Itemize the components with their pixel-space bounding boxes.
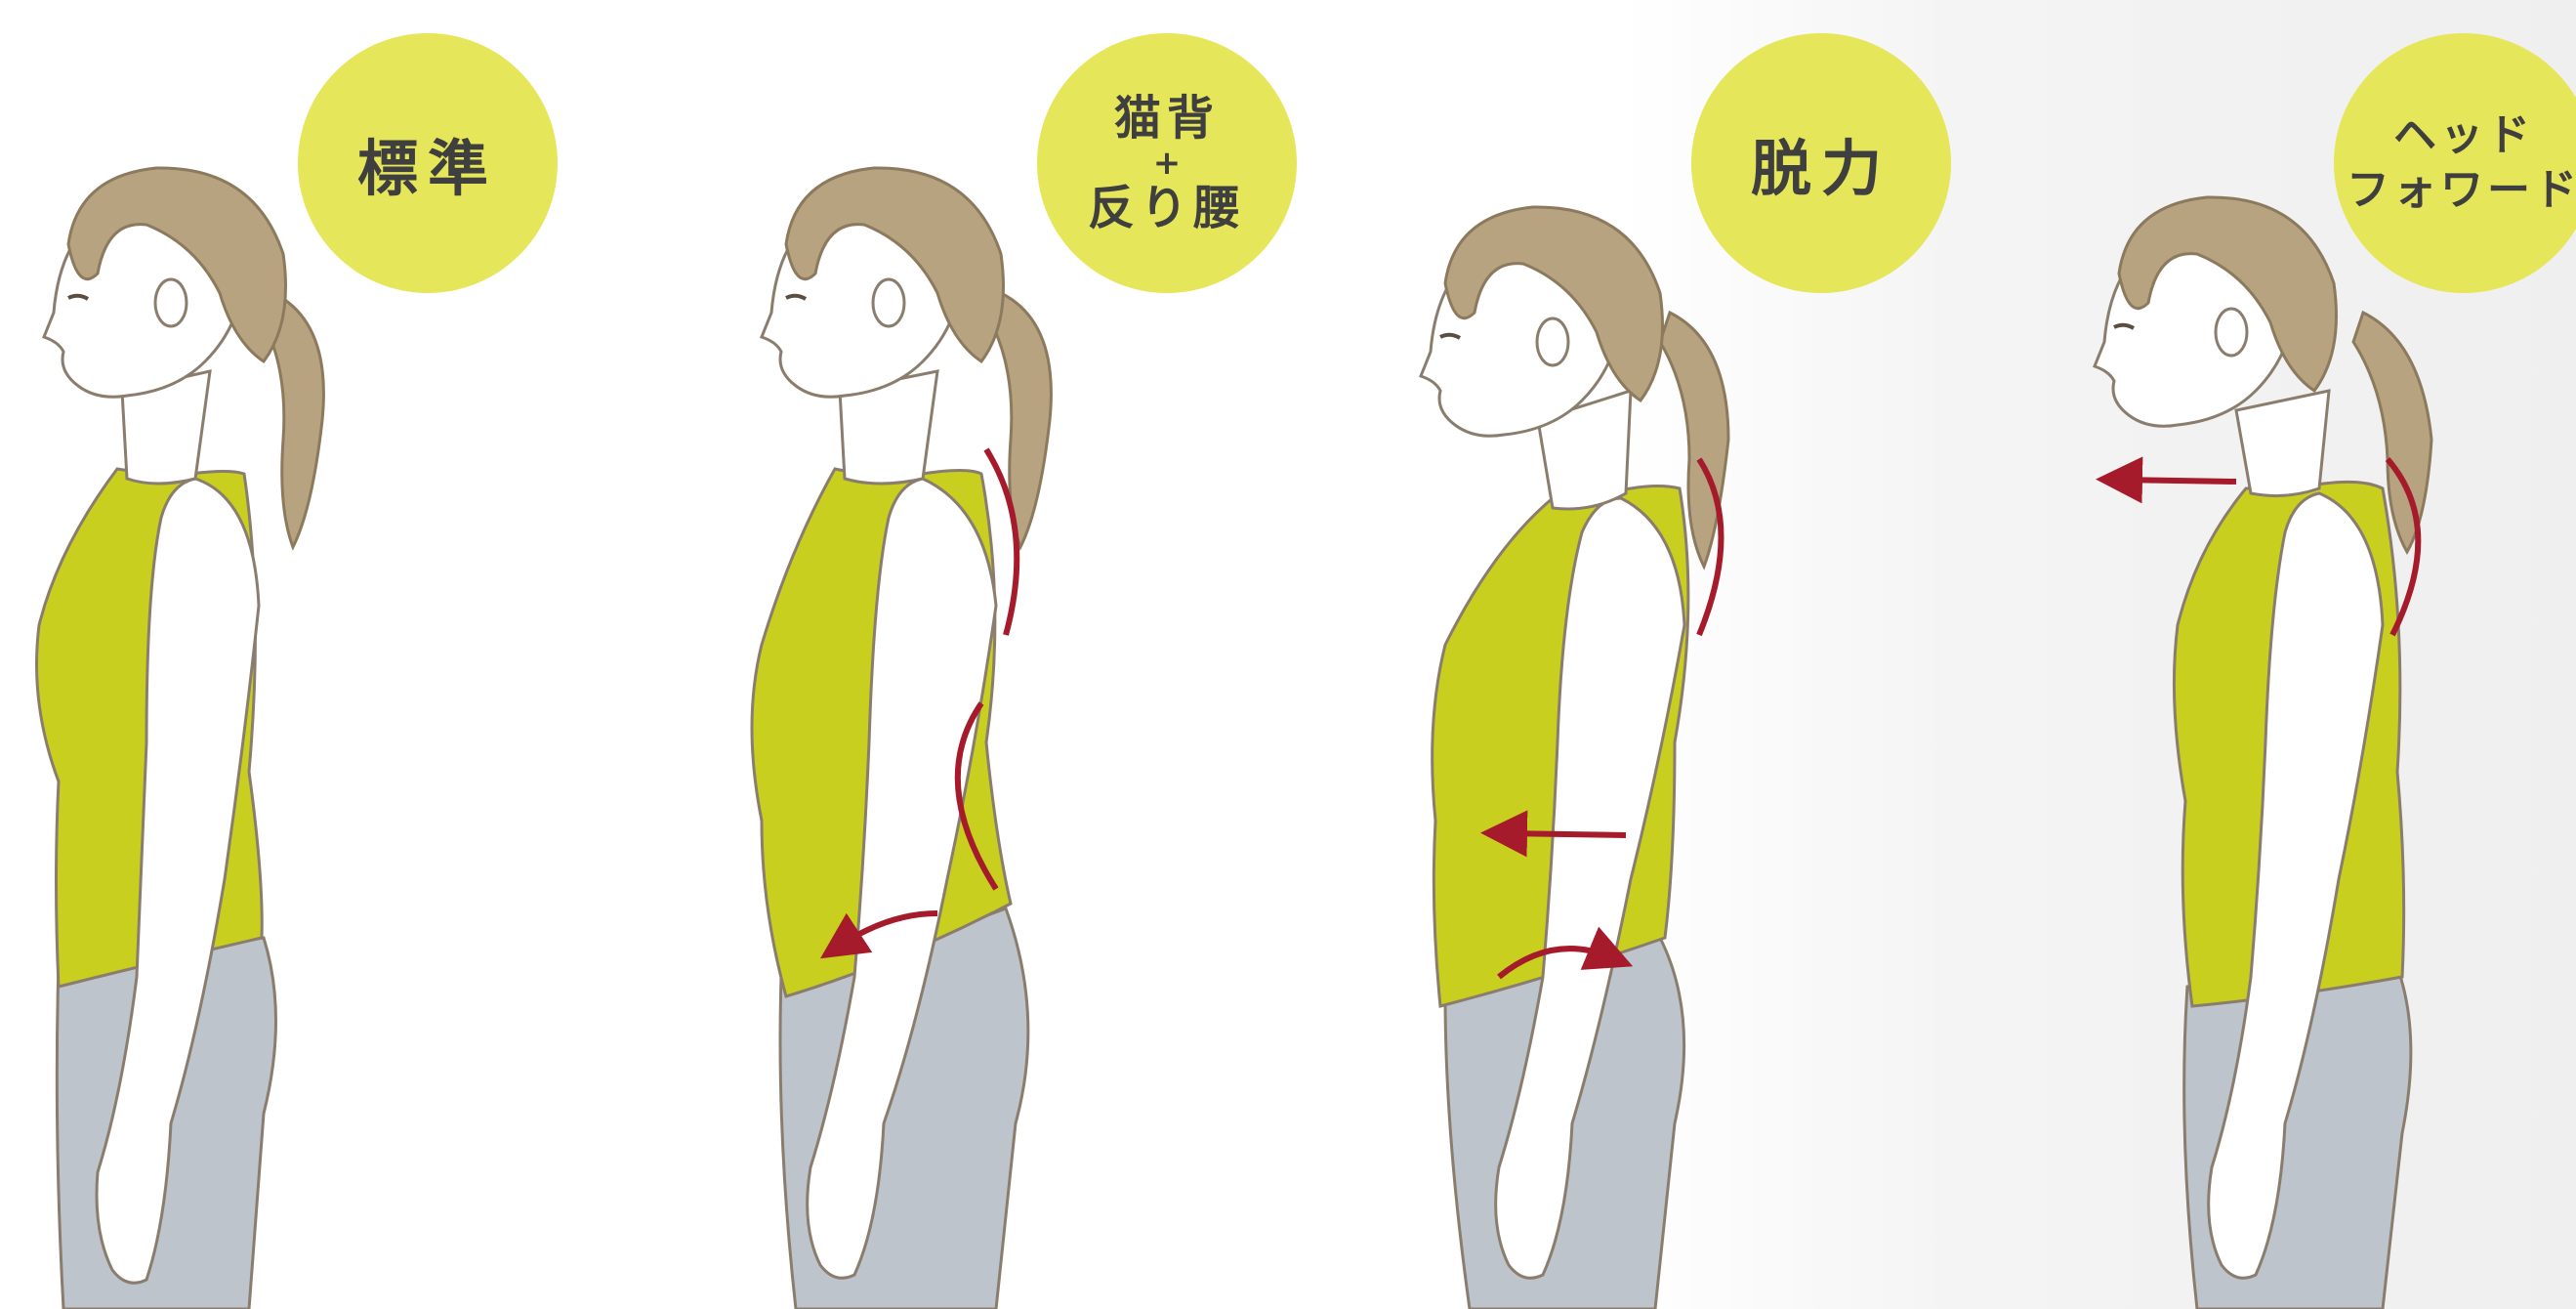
head-forward-arrow-icon [2119, 480, 2236, 482]
label-badge-swayback: 猫背 + 反り腰 [1037, 33, 1297, 293]
figure-standard: 標準 [0, 0, 586, 1309]
posture-label: 脱力 [1751, 119, 1891, 207]
posture-label: 標準 [357, 119, 498, 207]
figure-rounded-back-swayback: 猫背 + 反り腰 [723, 0, 1328, 1309]
posture-label-line1: ヘッド [2393, 108, 2534, 163]
label-badge-slouch: 脱力 [1691, 33, 1951, 293]
figure-head-forward: ヘッド フォワード [2070, 0, 2576, 1309]
posture-label-plus: + [1153, 147, 1182, 180]
posture-label-line1: 猫背 [1114, 90, 1220, 147]
label-badge-standard: 標準 [298, 33, 558, 293]
posture-label-line2: 反り腰 [1088, 180, 1246, 236]
label-badge-head-forward: ヘッド フォワード [2334, 33, 2576, 293]
figure-slouch: 脱力 [1406, 0, 1992, 1309]
posture-label-line2: フォワード [2347, 163, 2576, 218]
belly-forward-arrow-icon [1504, 833, 1626, 835]
